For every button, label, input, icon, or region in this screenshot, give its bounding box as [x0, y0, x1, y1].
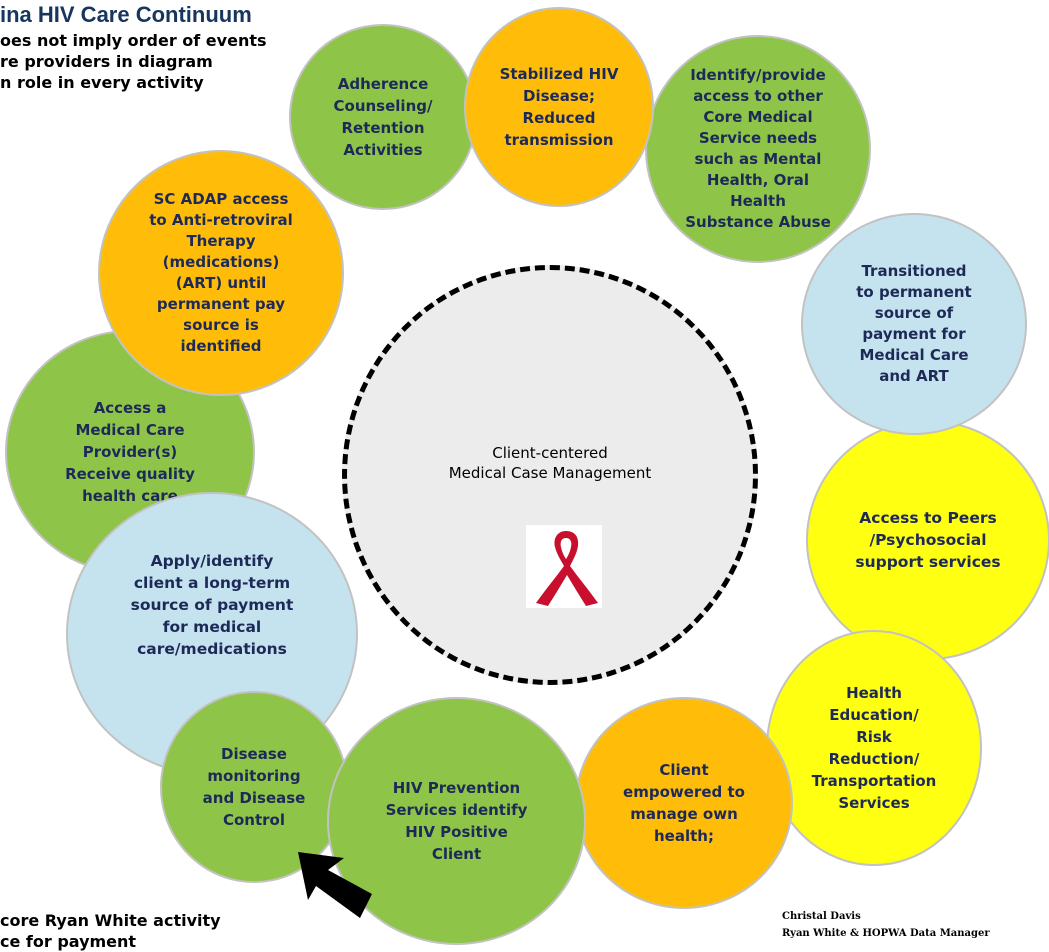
circle-label: Stabilized HIV Disease; Reduced transmis…: [499, 65, 619, 149]
circle-label: Disease monitoring and Disease Control: [202, 745, 306, 829]
header-notes: oes not imply order of events re provide…: [0, 30, 267, 93]
circle-health-education: Health Education/ Risk Reduction/ Transp…: [766, 630, 982, 866]
credit-role: Ryan White & HOPWA Data Manager: [782, 928, 990, 939]
circle-disease-monitoring: Disease monitoring and Disease Control: [160, 691, 348, 883]
credit-name: Christal Davis: [782, 911, 861, 922]
footer-line: core Ryan White activity: [0, 911, 221, 930]
circle-identify-core-services: Identify/provide access to other Core Me…: [645, 35, 871, 263]
circle-label: Transitioned to permanent source of paym…: [856, 262, 972, 385]
center-label: Client-centered Medical Case Management: [448, 444, 652, 482]
circle-sc-adap: SC ADAP access to Anti-retroviral Therap…: [98, 150, 344, 396]
circle-adherence-counseling: Adherence Counseling/ Retention Activiti…: [289, 24, 477, 210]
circle-label: SC ADAP access to Anti-retroviral Therap…: [149, 190, 293, 355]
circle-label: Identify/provide access to other Core Me…: [685, 66, 831, 231]
note-line: re providers in diagram: [0, 52, 213, 71]
circle-client-empowered: Client empowered to manage own health;: [575, 697, 793, 909]
diagram-title: ina HIV Care Continuum: [0, 2, 252, 27]
note-line: oes not imply order of events: [0, 31, 267, 50]
circle-label: Client empowered to manage own health;: [623, 761, 745, 845]
author-credit: Christal Davis Ryan White & HOPWA Data M…: [782, 908, 990, 942]
footer-note: core Ryan White activity ce for payment: [0, 910, 221, 952]
circle-access-to-peers: Access to Peers /Psychosocial support se…: [806, 420, 1049, 660]
circle-label: HIV Prevention Services identify HIV Pos…: [385, 779, 528, 863]
circle-label: Access a Medical Care Provider(s) Receiv…: [65, 399, 195, 505]
circle-label: Adherence Counseling/ Retention Activiti…: [333, 75, 433, 159]
red-ribbon-icon: [526, 525, 602, 608]
circle-transitioned-payment: Transitioned to permanent source of paym…: [801, 213, 1027, 435]
center-circle: [342, 265, 758, 685]
circle-label: Apply/identify client a long-term source…: [130, 552, 294, 658]
circle-label: Access to Peers /Psychosocial support se…: [855, 509, 1001, 571]
circle-stabilized-hiv: Stabilized HIV Disease; Reduced transmis…: [464, 7, 654, 207]
note-line: n role in every activity: [0, 73, 204, 92]
black-arrow-icon: [294, 852, 376, 924]
circle-label: Health Education/ Risk Reduction/ Transp…: [811, 684, 937, 812]
circle-hiv-prevention: HIV Prevention Services identify HIV Pos…: [327, 697, 586, 945]
footer-line: ce for payment: [0, 932, 137, 951]
